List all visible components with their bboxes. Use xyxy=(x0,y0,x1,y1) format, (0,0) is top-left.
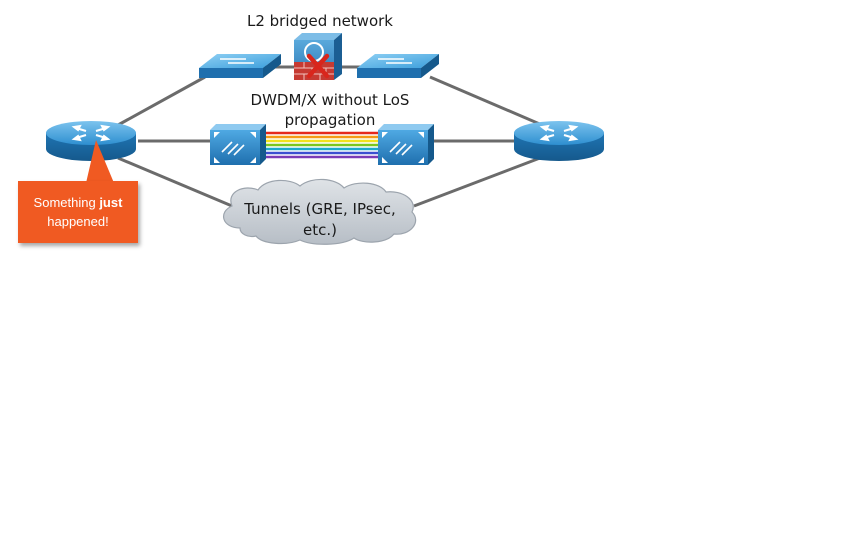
callout-emphasis: just xyxy=(99,195,123,210)
link-top-switch-to-right-router xyxy=(429,75,543,127)
right-optical-transponder-icon xyxy=(378,124,434,165)
top-left-switch-icon xyxy=(199,54,281,78)
tunnels-label-line2: etc.) xyxy=(303,221,337,239)
top-right-switch-icon xyxy=(357,54,439,78)
dwdm-label: DWDM/X without LoS propagation xyxy=(210,90,450,130)
dwdm-label-line2: propagation xyxy=(284,111,376,129)
tunnels-label-line1: Tunnels (GRE, IPsec, xyxy=(244,200,396,218)
dwdm-label-line1: DWDM/X without LoS xyxy=(250,91,410,109)
callout-pointer xyxy=(86,140,114,183)
firewall-icon xyxy=(294,33,342,80)
tunnels-cloud-icon xyxy=(223,178,417,245)
tunnels-label: Tunnels (GRE, IPsec, etc.) xyxy=(225,199,415,241)
l2-bridged-network-label: L2 bridged network xyxy=(246,12,393,30)
right-router-icon xyxy=(514,121,604,161)
link-cloud-to-right-router xyxy=(413,156,541,208)
failure-x-icon xyxy=(306,53,330,79)
left-optical-transponder-icon xyxy=(210,124,266,165)
callout-line1: Something just xyxy=(18,193,138,212)
dwdm-wavelengths xyxy=(262,131,380,159)
callout-text-before: Something xyxy=(33,195,100,210)
link-left-router-to-cloud xyxy=(117,156,233,208)
link-left-router-to-top-switch xyxy=(117,75,206,127)
callout-line2: happened! xyxy=(47,214,109,229)
something-happened-callout: Something just happened! xyxy=(18,181,138,243)
left-router-icon xyxy=(46,121,136,161)
